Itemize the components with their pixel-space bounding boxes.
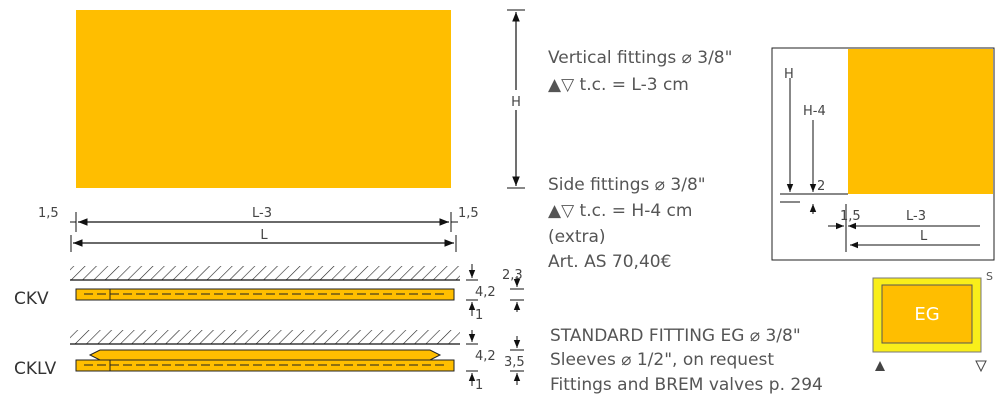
cklv-label: CKLV <box>14 359 57 379</box>
thickness-23: 2,3 <box>502 268 523 283</box>
side-fittings-extra: (extra) <box>548 227 606 247</box>
ckv-label: CKV <box>14 289 49 309</box>
article-price: Art. AS 70,40€ <box>548 252 671 272</box>
left-offset-label: 1,5 <box>38 206 59 221</box>
detail-h-label: H <box>784 67 794 82</box>
eg-corner-s: S <box>986 270 993 283</box>
right-offset-label: 1,5 <box>458 206 479 221</box>
radiator-panel <box>76 10 451 188</box>
fittings-reference: Fittings and BREM valves p. 294 <box>550 375 823 395</box>
ckv-thickness-1: 1 <box>475 308 483 323</box>
vertical-fittings-detail: ▲▽ t.c. = L-3 cm <box>548 75 689 95</box>
eg-fitting-box: EG S <box>872 270 993 373</box>
eg-triangle-down-icon <box>975 360 987 373</box>
cklv-thickness-42: 4,2 <box>475 349 496 364</box>
sleeves-note: Sleeves ⌀ 1/2", on request <box>550 350 774 370</box>
cklv-thickness-1: 1 <box>475 378 483 393</box>
cklv-profile: CKLV 4,2 1 3,5 <box>14 330 525 393</box>
detail-l-label: L <box>920 229 928 244</box>
ckv-thickness-42: 4,2 <box>475 285 496 300</box>
detail-15-label: 1,5 <box>840 209 861 224</box>
height-dimension: H <box>507 9 525 189</box>
l3-label: L-3 <box>252 206 272 221</box>
l-label: L <box>260 228 268 243</box>
vertical-fittings-title: Vertical fittings ⌀ 3/8" <box>548 48 732 68</box>
height-label: H <box>511 95 521 110</box>
eg-label: EG <box>914 304 939 325</box>
side-fittings-detail: ▲▽ t.c. = H-4 cm <box>548 201 692 221</box>
standard-fitting-title: STANDARD FITTING EG ⌀ 3/8" <box>550 326 801 346</box>
l-dimension: L <box>70 228 457 252</box>
detail-h4-label: H-4 <box>803 104 826 119</box>
thickness-35: 3,5 <box>504 355 525 370</box>
detail-two-label: 2 <box>817 179 825 194</box>
fittings-text: Vertical fittings ⌀ 3/8" ▲▽ t.c. = L-3 c… <box>548 48 823 395</box>
side-fitting-detail: H H-4 2 1,5 L-3 L <box>771 47 995 261</box>
ckv-profile: CKV 4,2 1 2,3 <box>14 264 524 323</box>
l3-dimension: L-3 1,5 1,5 <box>38 206 479 232</box>
detail-l3-label: L-3 <box>906 209 926 224</box>
eg-triangle-up-icon <box>875 361 885 371</box>
side-fittings-title: Side fittings ⌀ 3/8" <box>548 175 706 195</box>
